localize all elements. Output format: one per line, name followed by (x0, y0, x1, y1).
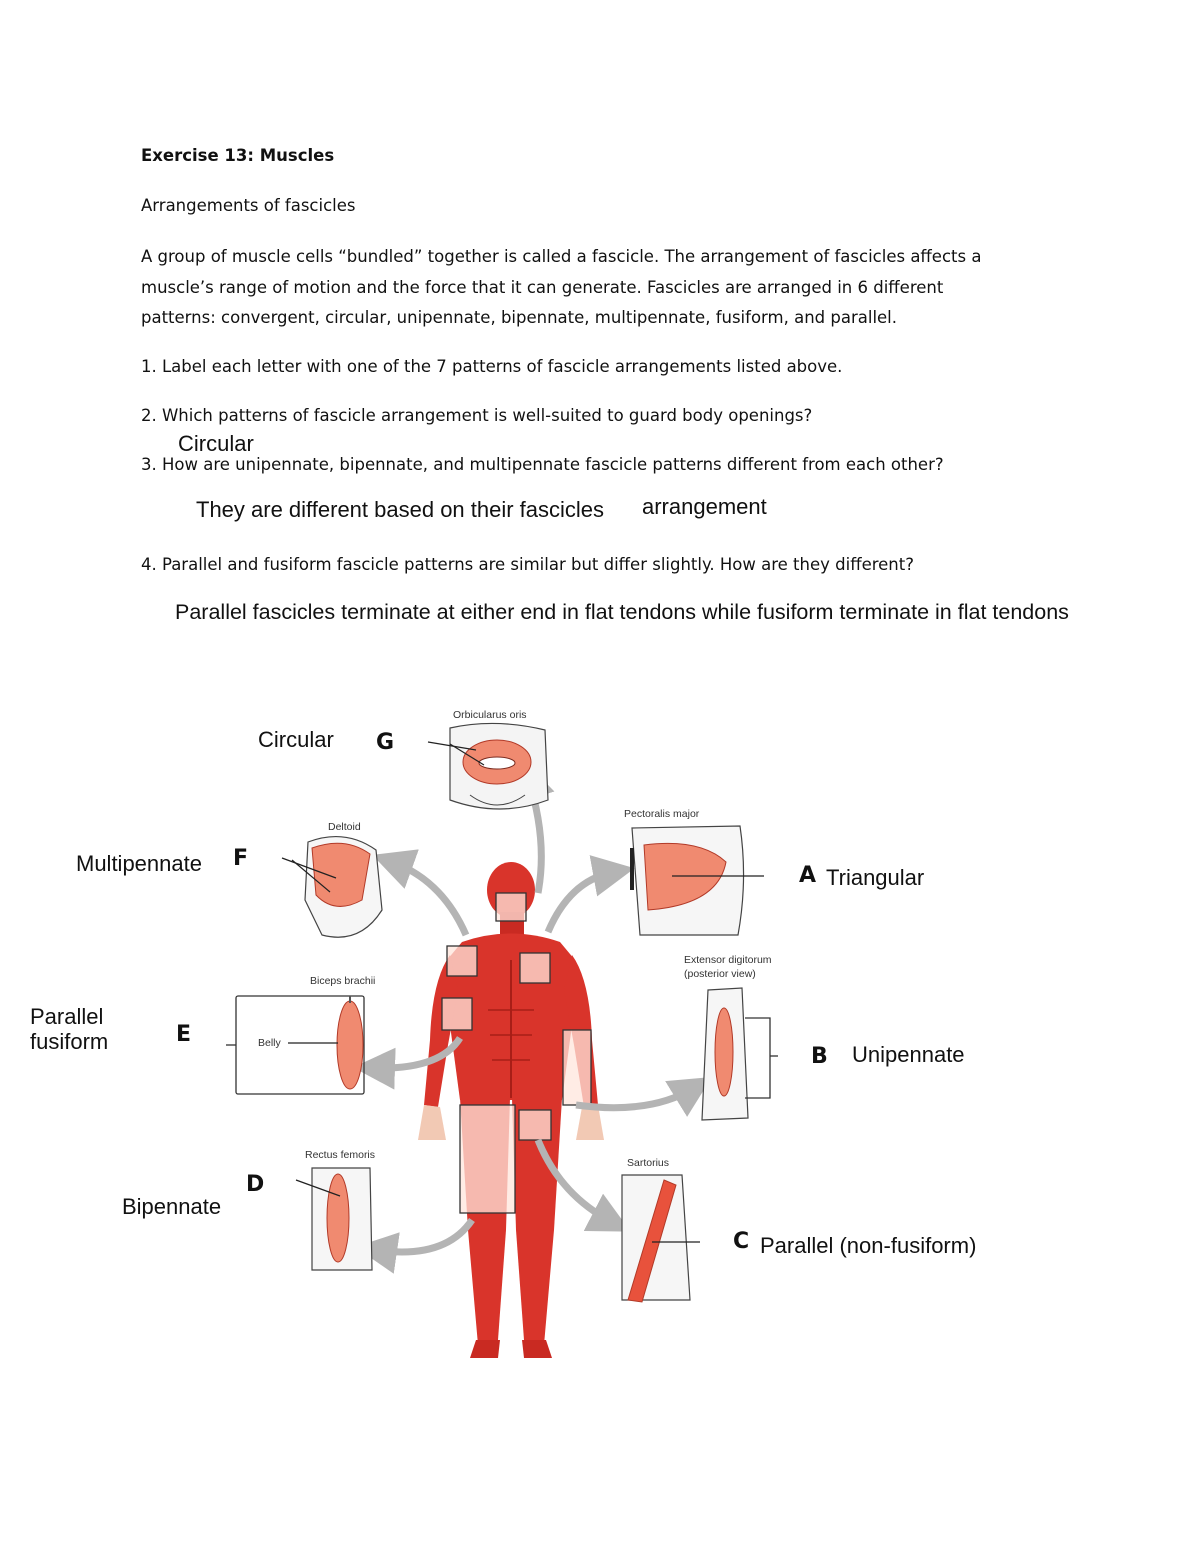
letter-a: A (799, 863, 817, 888)
label-e-answer-line2: fusiform (30, 1029, 109, 1054)
caption-rectus-femoris: Rectus femoris (305, 1149, 376, 1161)
caption-biceps: Biceps brachii (310, 975, 376, 987)
page-title: Exercise 13: Muscles (141, 146, 335, 165)
caption-extensor-2: (posterior view) (684, 968, 756, 980)
caption-orbicularis: Orbicularus oris (453, 709, 527, 721)
question-2: 2. Which patterns of fascicle arrangemen… (141, 406, 813, 425)
section-subtitle: Arrangements of fascicles (141, 196, 356, 215)
caption-extensor-1: Extensor digitorum (684, 954, 772, 966)
label-g-answer: Circular (258, 727, 334, 752)
question-4: 4. Parallel and fusiform fascicle patter… (141, 555, 914, 574)
rectus-femoris-inset (295, 1167, 373, 1271)
letter-g: G (376, 730, 395, 755)
deltoid-inset (281, 836, 383, 938)
label-e-answer-line1: Parallel (30, 1004, 104, 1029)
label-c-answer: Parallel (non-fusiform) (760, 1233, 977, 1258)
label-b-answer: Unipennate (852, 1042, 965, 1067)
pectoralis-inset (630, 825, 764, 936)
intro-line: A group of muscle cells “bundled” togeth… (141, 247, 982, 266)
question-1: 1. Label each letter with one of the 7 p… (141, 357, 843, 376)
letter-f: F (233, 846, 249, 871)
intro-line: muscle’s range of motion and the force t… (141, 277, 944, 297)
letter-e: E (176, 1022, 192, 1047)
intro-paragraph: A group of muscle cells “bundled” togeth… (141, 242, 1041, 334)
orbicularis-inset (427, 722, 549, 810)
caption-pectoralis: Pectoralis major (624, 808, 700, 820)
connector-arrows (353, 758, 712, 1274)
label-f-answer: Multipennate (76, 851, 202, 876)
answer-4: Parallel fascicles terminate at either e… (175, 600, 1069, 624)
letter-c: C (733, 1229, 750, 1254)
highlight-boxes (441, 892, 592, 1214)
letter-b: B (811, 1044, 828, 1069)
caption-sartorius: Sartorius (627, 1157, 670, 1169)
answer-3-part1: They are different based on their fascic… (196, 497, 605, 522)
biceps-inset (226, 995, 365, 1095)
label-d-answer: Bipennate (122, 1194, 222, 1219)
answer-2: Circular (178, 431, 254, 456)
extensor-inset (701, 987, 778, 1121)
sartorius-inset (621, 1174, 700, 1303)
label-a-answer: Triangular (826, 865, 925, 890)
intro-line: patterns: convergent, circular, unipenna… (141, 308, 898, 327)
answer-3-part2: arrangement (642, 494, 767, 519)
letter-d: D (246, 1172, 265, 1197)
caption-belly: Belly (258, 1037, 281, 1049)
caption-deltoid: Deltoid (328, 821, 361, 833)
question-3: 3. How are unipennate, bipennate, and mu… (141, 455, 944, 474)
